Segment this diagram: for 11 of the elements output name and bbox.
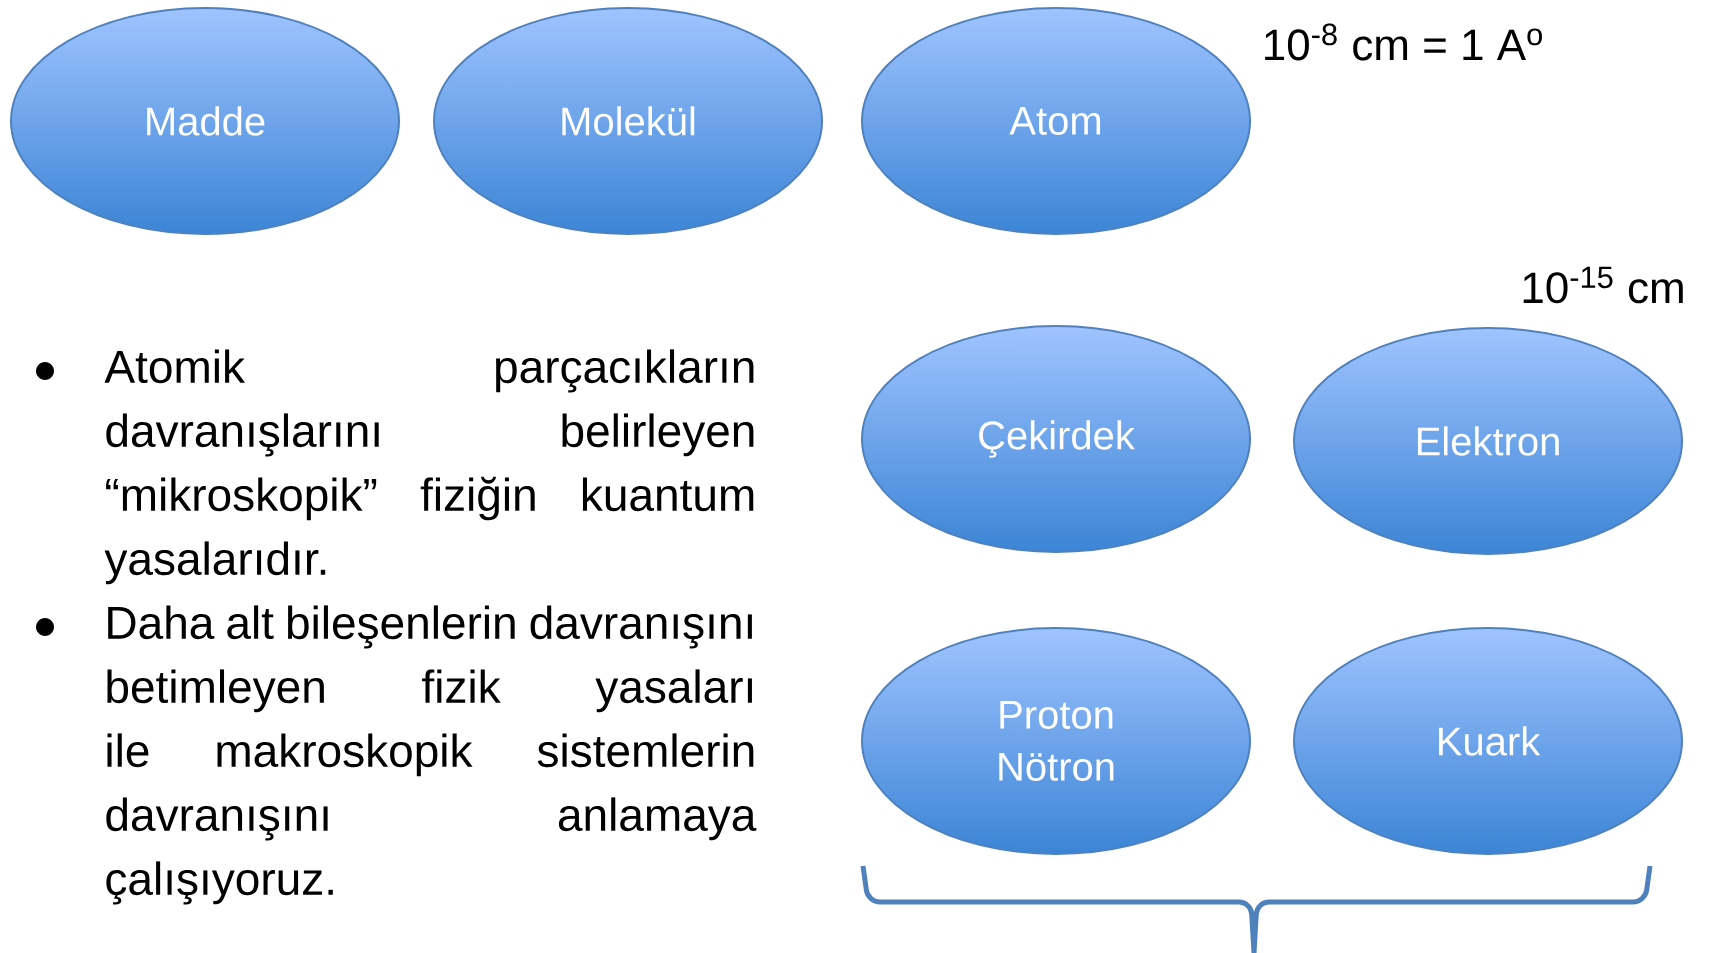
- bullet-text: Atomik parçacıkların davranışlarını belirleyen “mikroskopik” fiziğin kuantum yasalarıdır.: [104, 349, 754, 585]
- bullet-text: Daha alt bileşenlerin davranışını betimleyen fizik yasaları ile makroskopik sistemlerin davranışını anlamaya çalışıyoruz.: [106, 605, 757, 905]
- ellipse-node: Proton Nötron: [861, 627, 1251, 855]
- ellipse-node: Kuark: [1293, 627, 1683, 855]
- ellipse-node: Molekül: [433, 7, 823, 235]
- ellipse-node: Çekirdek: [861, 325, 1251, 553]
- ellipse-node: Atom: [861, 7, 1251, 235]
- scale-label: 10$^{-8}$ cm = 1 A$^{o}$: [1265, 23, 1542, 61]
- ellipse-node: Elektron: [1293, 327, 1683, 555]
- scale-label: 10$^{-15}$ cm: [1523, 266, 1683, 304]
- ellipse-node: Madde: [10, 7, 400, 235]
